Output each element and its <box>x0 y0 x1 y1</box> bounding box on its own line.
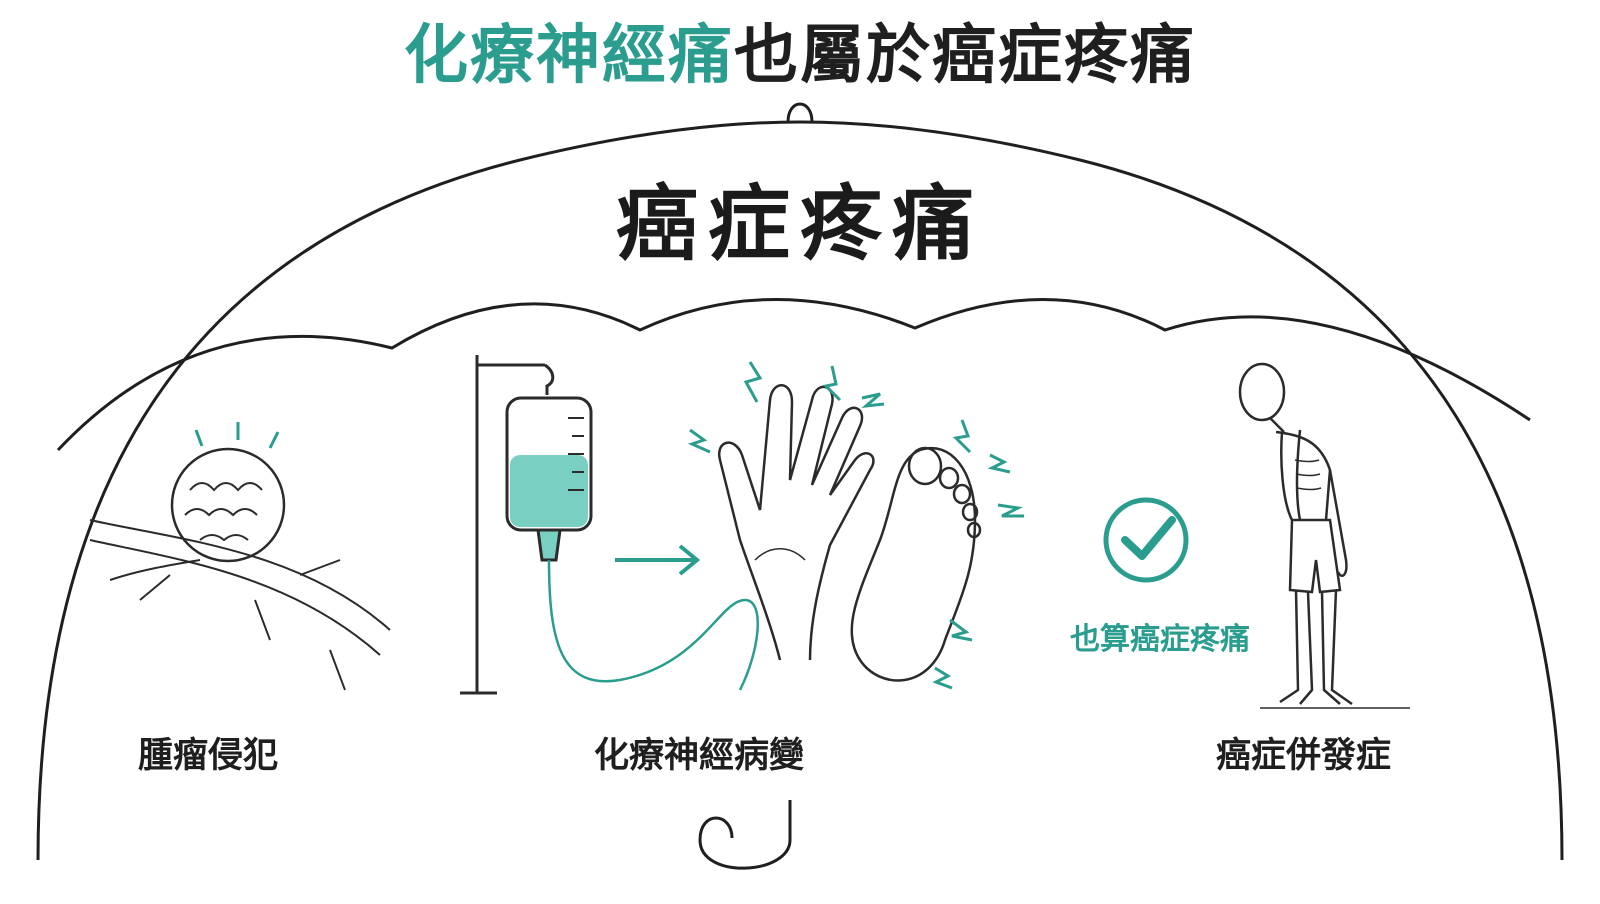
hand-icon <box>717 384 875 661</box>
emaciated-person-icon <box>1238 362 1410 709</box>
umbrella-scalloped-edge <box>56 298 1531 452</box>
umbrella-canopy <box>36 102 1564 861</box>
iv-fluid <box>510 455 588 527</box>
title-rest: 也屬於癌症疼痛 <box>734 19 1196 93</box>
category-label-chemo-neuropathy: 化療神經病變 <box>594 736 805 776</box>
umbrella-top-knob <box>786 102 814 123</box>
umbrella-outer-edge <box>36 120 1564 861</box>
check-circle-icon <box>1103 497 1189 583</box>
umbrella-handle <box>698 800 792 870</box>
badge-label: 也算癌症疼痛 <box>1070 622 1250 657</box>
arrow-right-icon <box>615 544 701 576</box>
title-accent: 化療神經痛 <box>404 19 734 93</box>
umbrella-title: 癌症疼痛 <box>615 177 984 272</box>
page-title: 化療神經痛也屬於癌症疼痛 <box>0 14 1600 98</box>
tumor-on-nerve-icon <box>89 422 391 691</box>
nerve-pain-spark-icons <box>687 361 1024 690</box>
iv-drip-icon <box>460 355 759 695</box>
iv-tube <box>547 559 759 691</box>
category-label-tumor-invasion: 腫瘤侵犯 <box>138 736 279 776</box>
category-label-cancer-complications: 癌症併發症 <box>1216 736 1392 776</box>
foot-icon <box>850 446 982 682</box>
